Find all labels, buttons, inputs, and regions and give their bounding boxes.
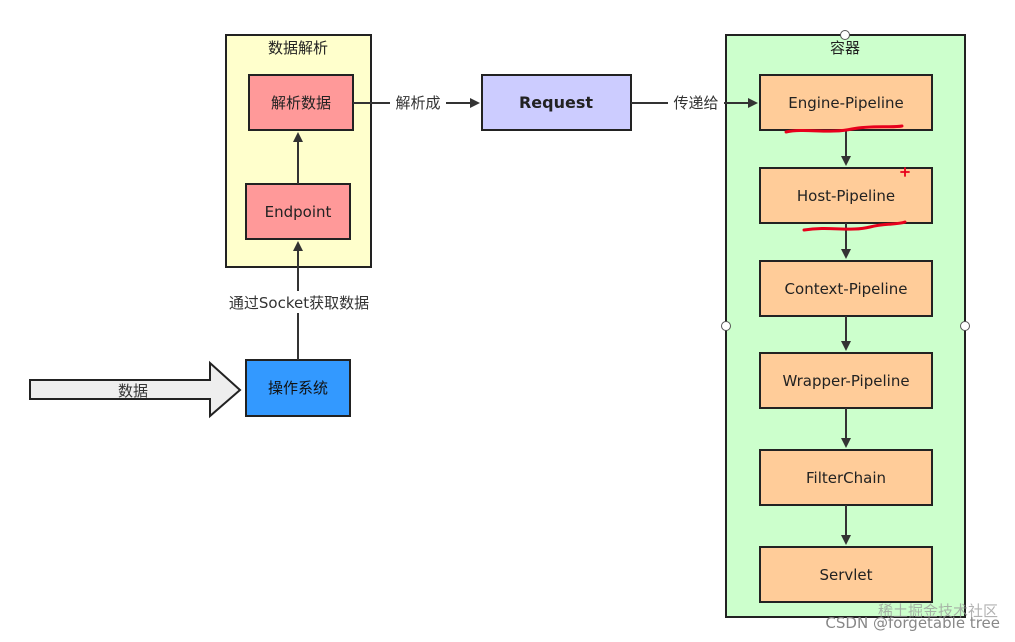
red-underline-engine (784, 124, 904, 134)
pass-to-label: 传递给 (673, 94, 718, 112)
parse-group-title: 数据解析 (268, 39, 328, 57)
request-node[interactable] (481, 74, 632, 131)
host-pipeline-node[interactable] (759, 167, 933, 224)
data-input-arrow[interactable] (29, 360, 242, 419)
watermark-overlay: 稀土掘金技术社区 (878, 602, 998, 620)
container-handle-left[interactable] (721, 321, 731, 331)
engine-pipeline-node[interactable] (759, 74, 933, 131)
red-underline-host (802, 220, 907, 232)
wrapper-pipeline-label: Wrapper-Pipeline (782, 372, 909, 390)
engine-pipeline-label: Engine-Pipeline (788, 94, 904, 112)
pass-to-label-bg (668, 92, 724, 114)
request-label: Request (519, 93, 593, 112)
watermark: CSDN @forgetable tree (825, 614, 1000, 632)
endpoint-label: Endpoint (265, 203, 332, 221)
socket-label-bg (218, 291, 380, 313)
context-pipeline-label: Context-Pipeline (785, 280, 908, 298)
os-node[interactable] (245, 359, 351, 417)
endpoint-node[interactable] (245, 183, 351, 240)
servlet-node[interactable] (759, 546, 933, 603)
red-plus-mark (900, 167, 910, 177)
servlet-label: Servlet (819, 566, 872, 584)
host-pipeline-label: Host-Pipeline (797, 187, 895, 205)
parse-data-node[interactable] (248, 74, 354, 131)
socket-label: 通过Socket获取数据 (229, 294, 369, 312)
container-group-title: 容器 (830, 39, 860, 57)
container-handle-right[interactable] (960, 321, 970, 331)
filterchain-node[interactable] (759, 449, 933, 506)
filterchain-label: FilterChain (806, 469, 886, 487)
data-input-label: 数据 (118, 382, 148, 400)
parse-to-label-bg (390, 92, 446, 114)
container-handle-top[interactable] (840, 30, 850, 40)
parse-data-label: 解析数据 (271, 94, 331, 112)
context-pipeline-node[interactable] (759, 260, 933, 317)
parse-to-label: 解析成 (395, 94, 440, 112)
os-label: 操作系统 (268, 379, 328, 397)
